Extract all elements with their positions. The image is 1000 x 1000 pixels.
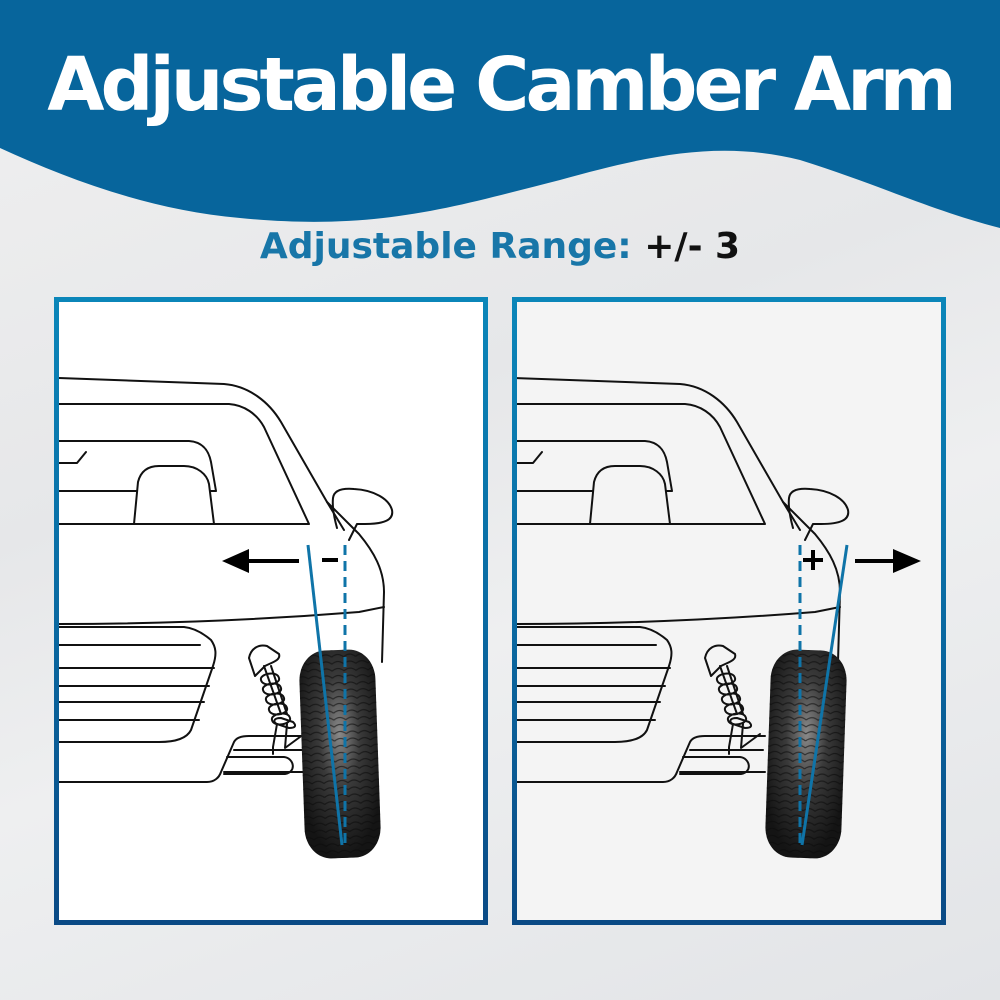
adjustable-range-value: +/- 3	[644, 226, 741, 267]
tire-icon	[765, 649, 847, 859]
header-wave-banner	[0, 0, 1000, 228]
positive-camber-car-diagram	[517, 377, 921, 859]
tilted-camber-line	[306, 544, 344, 846]
arrow-left-icon	[222, 549, 299, 573]
tilted-camber-line	[800, 544, 849, 846]
positive-camber-panel	[512, 297, 946, 925]
arrow-right-icon	[855, 549, 921, 573]
adjustable-range-label: Adjustable Range:	[259, 226, 632, 267]
negative-camber-panel	[54, 297, 488, 925]
adjustable-range: Adjustable Range: +/- 3	[0, 222, 1000, 272]
negative-camber-car-diagram	[59, 377, 394, 859]
plus-sign-icon	[803, 550, 823, 570]
page-title: Adjustable Camber Arm	[47, 42, 957, 128]
tire-icon	[299, 649, 381, 859]
